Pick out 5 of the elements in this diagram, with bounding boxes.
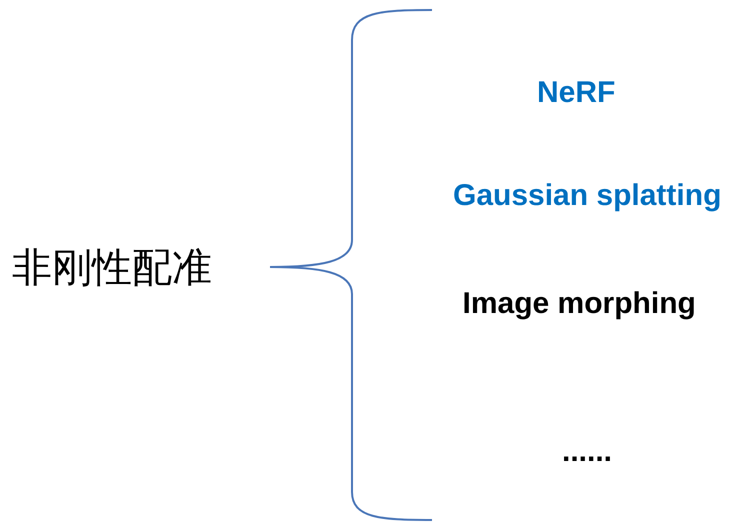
item-label: Image morphing <box>462 289 696 319</box>
ellipsis-label: ...... <box>562 437 612 467</box>
item-label: Gaussian splatting <box>453 181 722 211</box>
item-label: NeRF <box>537 78 616 108</box>
category-label: 非刚性配准 <box>12 248 212 288</box>
